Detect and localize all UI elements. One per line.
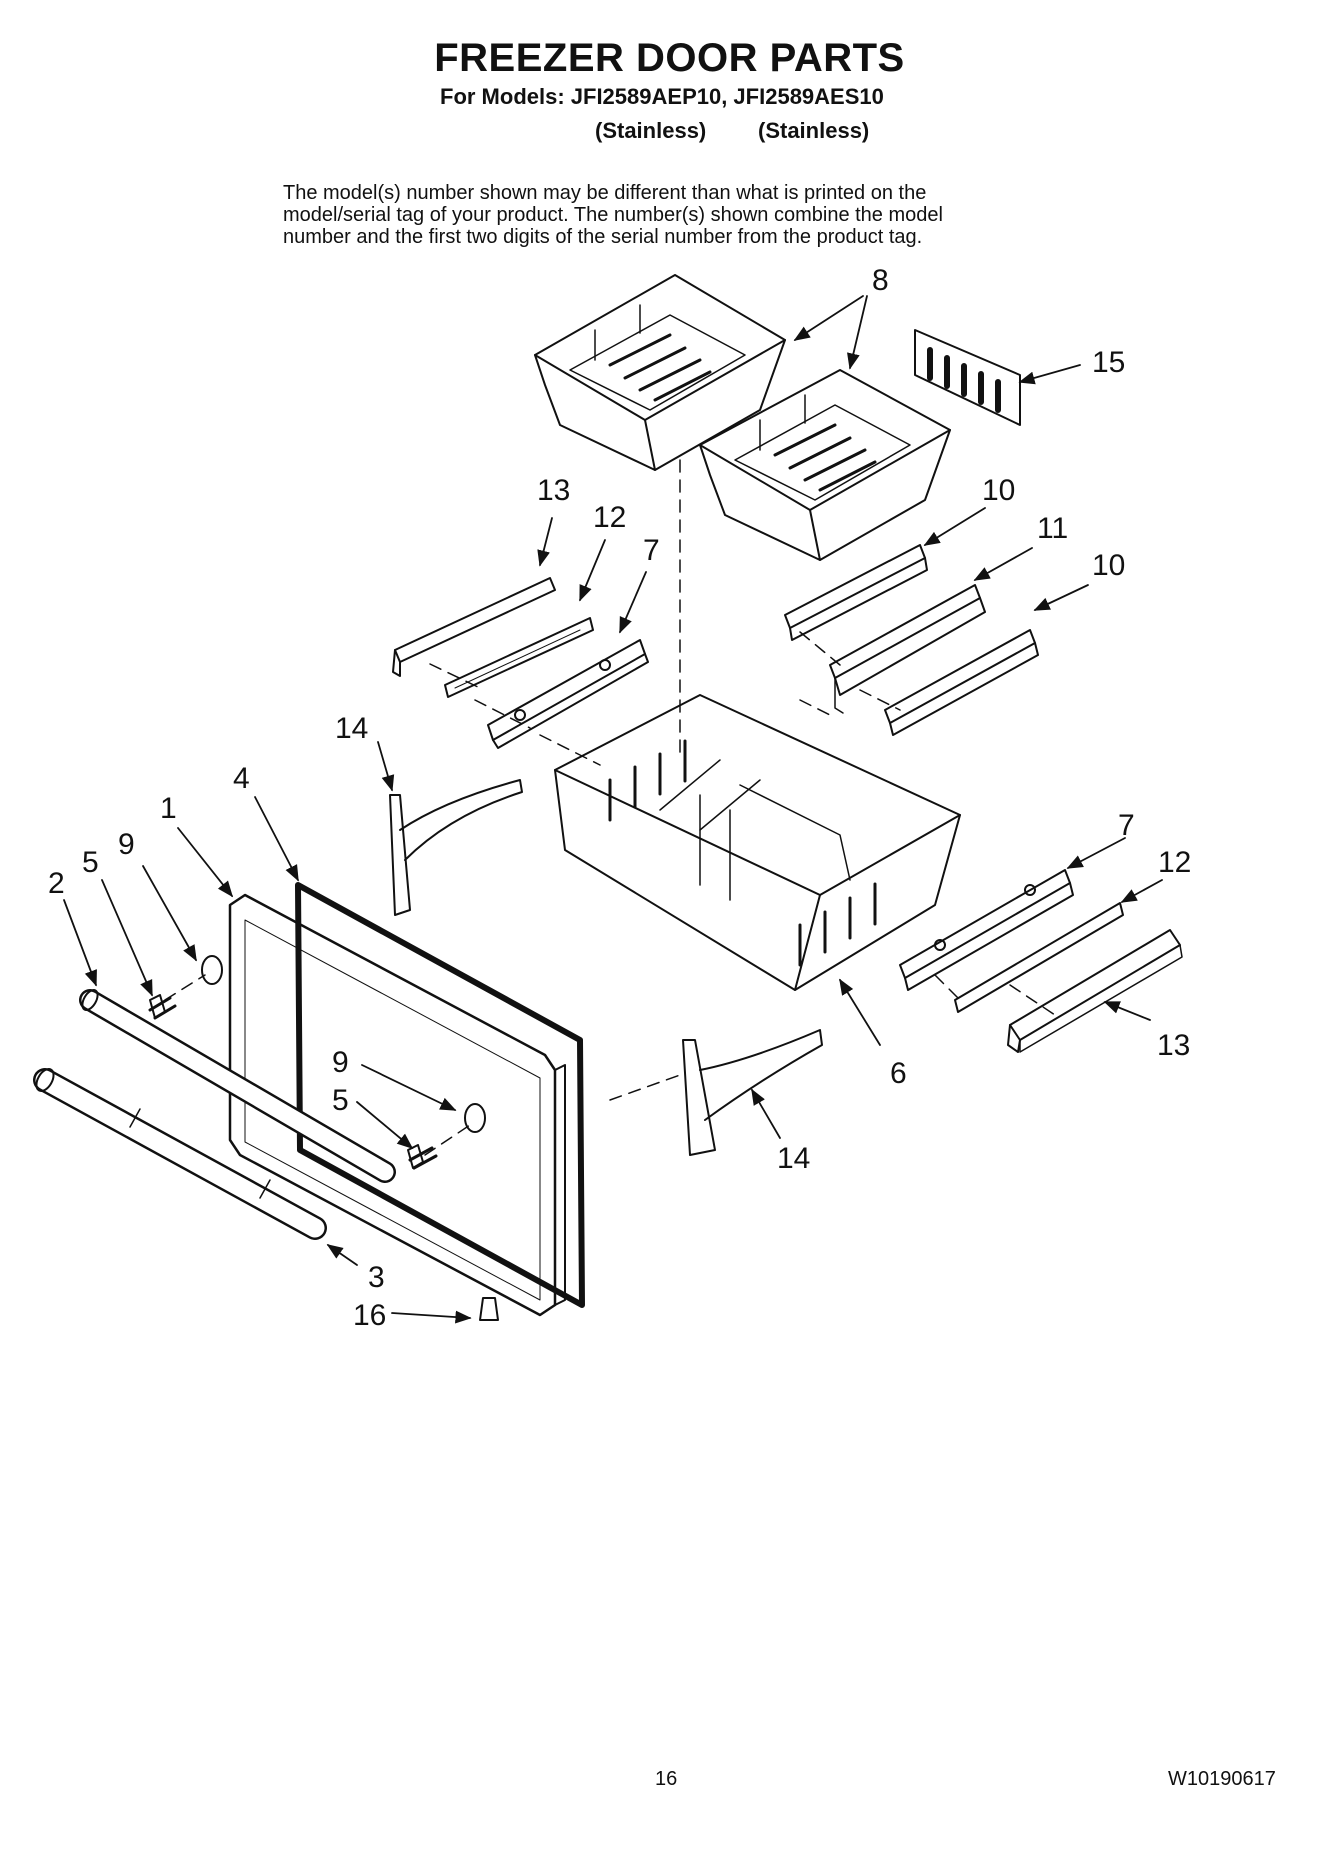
rail-13-right bbox=[1007, 929, 1183, 1053]
callout-14-lower: 14 bbox=[777, 1142, 810, 1175]
basket-upper-left bbox=[534, 274, 786, 471]
callout-10-lower: 10 bbox=[1092, 549, 1125, 582]
callout-12-right: 12 bbox=[1158, 846, 1191, 879]
callout-15: 15 bbox=[1092, 346, 1125, 379]
callout-5-right: 5 bbox=[332, 1084, 349, 1117]
callout-12-left: 12 bbox=[593, 501, 626, 534]
assembly-lines bbox=[164, 459, 1056, 1156]
page-title: FREEZER DOOR PARTS bbox=[434, 36, 905, 80]
spacer-9-left bbox=[201, 955, 223, 985]
callout-9-right: 9 bbox=[332, 1046, 349, 1079]
bracket-14-upper bbox=[389, 779, 523, 916]
screw-5-left bbox=[148, 994, 177, 1020]
handle-2 bbox=[79, 989, 396, 1183]
rail-12-right bbox=[954, 902, 1124, 1013]
variant-label-1: (Stainless) bbox=[595, 118, 707, 143]
handle-3 bbox=[33, 1068, 327, 1240]
freezer-door bbox=[228, 893, 566, 1317]
notice-line-1: The model(s) number shown may be differe… bbox=[283, 182, 927, 204]
rail-11-center bbox=[829, 584, 986, 714]
callout-labels: 8 15 13 12 7 10 11 10 14 4 1 9 5 2 7 12 … bbox=[48, 264, 1191, 1332]
callout-1: 1 bbox=[160, 792, 177, 825]
callout-8: 8 bbox=[872, 264, 889, 297]
rail-10-upper bbox=[784, 544, 928, 641]
door-gasket bbox=[295, 882, 585, 1308]
rail-7-left bbox=[487, 639, 649, 749]
document-number: W10190617 bbox=[1168, 1768, 1276, 1790]
variant-label-2: (Stainless) bbox=[758, 118, 870, 143]
callout-7-left: 7 bbox=[643, 534, 660, 567]
callout-14-upper: 14 bbox=[335, 712, 368, 745]
callout-3: 3 bbox=[368, 1261, 385, 1294]
basket-divider bbox=[914, 329, 1021, 426]
callout-2: 2 bbox=[48, 867, 65, 900]
basket-upper-right bbox=[699, 369, 951, 561]
model-number-notice: The model(s) number shown may be differe… bbox=[283, 182, 1083, 248]
callout-6: 6 bbox=[890, 1057, 907, 1090]
callout-9-left: 9 bbox=[118, 828, 135, 861]
rail-13-left bbox=[392, 577, 556, 677]
freezer-bin bbox=[554, 694, 961, 991]
bracket-14-lower bbox=[682, 1029, 823, 1156]
rail-10-lower bbox=[884, 629, 1039, 736]
rail-12-left bbox=[444, 617, 594, 698]
notice-line-2: model/serial tag of your product. The nu… bbox=[283, 204, 943, 226]
spacer-9-right bbox=[464, 1103, 486, 1133]
callout-11: 11 bbox=[1037, 512, 1068, 545]
models-line: For Models: JFI2589AEP10, JFI2589AES10 bbox=[440, 84, 884, 109]
callout-4: 4 bbox=[233, 762, 250, 795]
callout-16: 16 bbox=[353, 1299, 386, 1332]
screw-5-right bbox=[407, 1144, 438, 1170]
page-number: 16 bbox=[655, 1768, 678, 1790]
callout-10-upper: 10 bbox=[982, 474, 1015, 507]
callout-13-right: 13 bbox=[1157, 1029, 1190, 1062]
callout-7-right: 7 bbox=[1118, 809, 1135, 842]
leader-arrows bbox=[63, 295, 1163, 1324]
rail-7-right bbox=[899, 869, 1074, 991]
callout-13-left: 13 bbox=[537, 474, 570, 507]
callout-5-left: 5 bbox=[82, 846, 99, 879]
door-foot-16 bbox=[479, 1297, 499, 1321]
notice-line-3: number and the first two digits of the s… bbox=[283, 226, 923, 248]
